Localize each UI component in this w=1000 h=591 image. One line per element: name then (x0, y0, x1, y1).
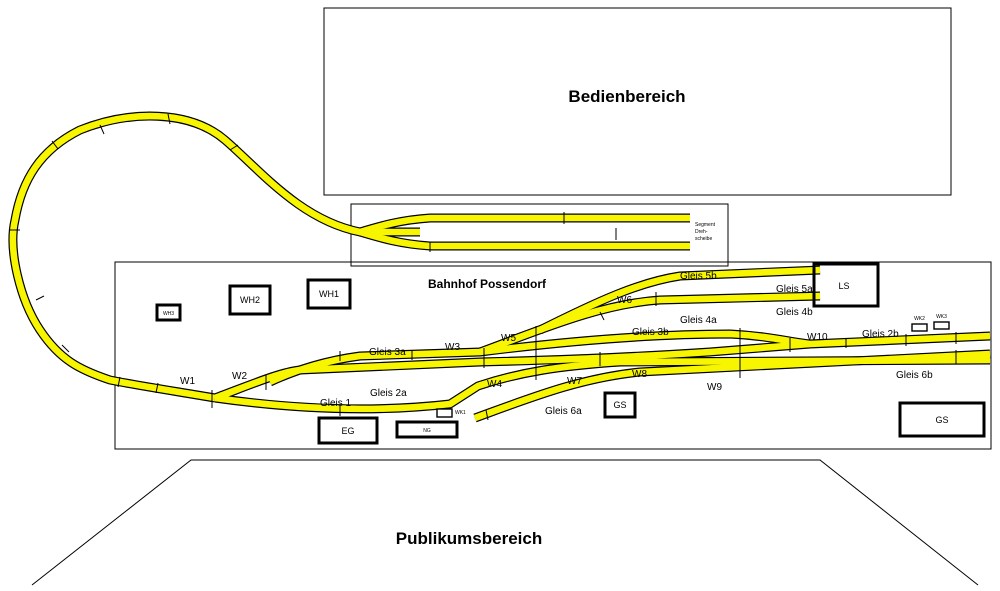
svg-text:WK2: WK2 (914, 316, 925, 322)
track-fills (9, 112, 991, 422)
station-area-box (114, 261, 992, 450)
label-w3: W3 (445, 342, 460, 353)
label-w8: W8 (632, 369, 647, 380)
label-w5: W5 (501, 333, 516, 344)
label-w2: W2 (232, 371, 247, 382)
label-gleis-3a: Gleis 3a (369, 347, 406, 358)
segment-note-line-2: Dreh- (695, 229, 708, 235)
joint (167, 113, 171, 125)
segment-note-line-1: Segment (695, 222, 716, 228)
label-w1: W1 (180, 376, 195, 387)
building-ls: LS (812, 262, 880, 308)
svg-text:LS: LS (838, 281, 849, 291)
label-gleis-4b: Gleis 4b (776, 307, 813, 318)
segment-note-line-3: scheibe (695, 236, 712, 242)
label-gleis-6b: Gleis 6b (896, 370, 933, 381)
label-gleis-2a: Gleis 2a (370, 388, 407, 399)
svg-text:WH1: WH1 (319, 289, 339, 299)
label-gleis-1: Gleis 1 (320, 398, 352, 409)
joint (229, 144, 239, 151)
building-eg: EG (317, 416, 379, 445)
joint (99, 124, 105, 135)
svg-text:GS: GS (935, 415, 948, 425)
label-w6: W6 (617, 295, 632, 306)
label-w9: W9 (707, 382, 722, 393)
label-w10: W10 (807, 332, 828, 343)
public-area-outline (31, 459, 979, 586)
turntable-segment-box (350, 203, 729, 267)
label-gleis-5b: Gleis 5b (680, 271, 717, 282)
joint (51, 140, 59, 150)
svg-text:WK1: WK1 (455, 410, 466, 416)
svg-text:WH2: WH2 (240, 295, 260, 305)
building-wk1: WK1 (436, 408, 466, 418)
svg-text:NG: NG (423, 428, 431, 434)
track-joints (10, 113, 957, 421)
joint (599, 311, 605, 321)
label-gleis-3b: Gleis 3b (632, 327, 669, 338)
label-gleis-5a: Gleis 5a (776, 284, 813, 295)
building-wh3: WH3 (155, 303, 182, 322)
building-ng: NG (395, 420, 459, 439)
label-w7: W7 (567, 376, 582, 387)
station-title: Bahnhof Possendorf (428, 277, 547, 291)
building-wk2: WK2 (911, 316, 928, 332)
svg-text:EG: EG (341, 426, 354, 436)
operator-area-title: Bedienbereich (568, 87, 685, 106)
building-wh2: WH2 (228, 284, 272, 316)
svg-text:WK3: WK3 (936, 314, 947, 320)
label-gleis-2b: Gleis 2b (862, 329, 899, 340)
svg-text:GS: GS (613, 400, 626, 410)
joint (485, 409, 489, 421)
building-gs-small: GS (603, 391, 637, 419)
building-wh1: WH1 (306, 278, 352, 310)
public-area-title: Publikumsbereich (396, 529, 542, 548)
label-gleis-4a: Gleis 4a (680, 315, 717, 326)
building-wk3: WK3 (933, 314, 950, 330)
joint (155, 382, 159, 394)
label-w4: W4 (487, 379, 502, 390)
joint (35, 295, 45, 301)
joint (117, 376, 121, 388)
svg-text:WH3: WH3 (163, 311, 174, 317)
label-gleis-6a: Gleis 6a (545, 406, 582, 417)
operator-area-box (323, 7, 952, 196)
joint (61, 344, 70, 353)
building-gs-large: GS (898, 401, 986, 438)
